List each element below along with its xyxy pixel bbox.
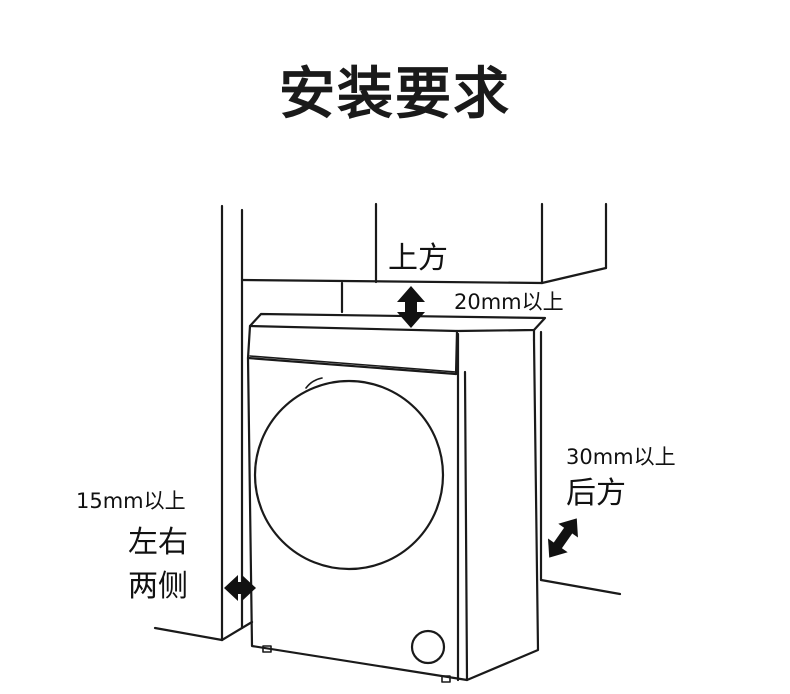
washing-machine [246,312,547,683]
double-arrow-vertical-icon [397,286,425,328]
back-clearance-label: 30mm以上 [566,445,676,469]
double-arrow-horizontal-icon [224,575,256,601]
top-clearance-label: 20mm以上 [454,290,564,314]
door-circle [253,379,445,571]
back-direction-label: 后方 [566,476,626,511]
side-clearance-label: 15mm以上 [76,489,186,513]
top-direction-label: 上方 [388,241,448,276]
double-arrow-diagonal-icon [548,518,578,558]
upper-cabinet [240,202,608,285]
drain-cap [410,629,446,665]
side-direction-label-line2: 两侧 [128,569,188,604]
back-wall [340,281,622,596]
page-title: 安装要求 [279,62,511,127]
side-direction-label-line1: 左右 [128,525,188,560]
